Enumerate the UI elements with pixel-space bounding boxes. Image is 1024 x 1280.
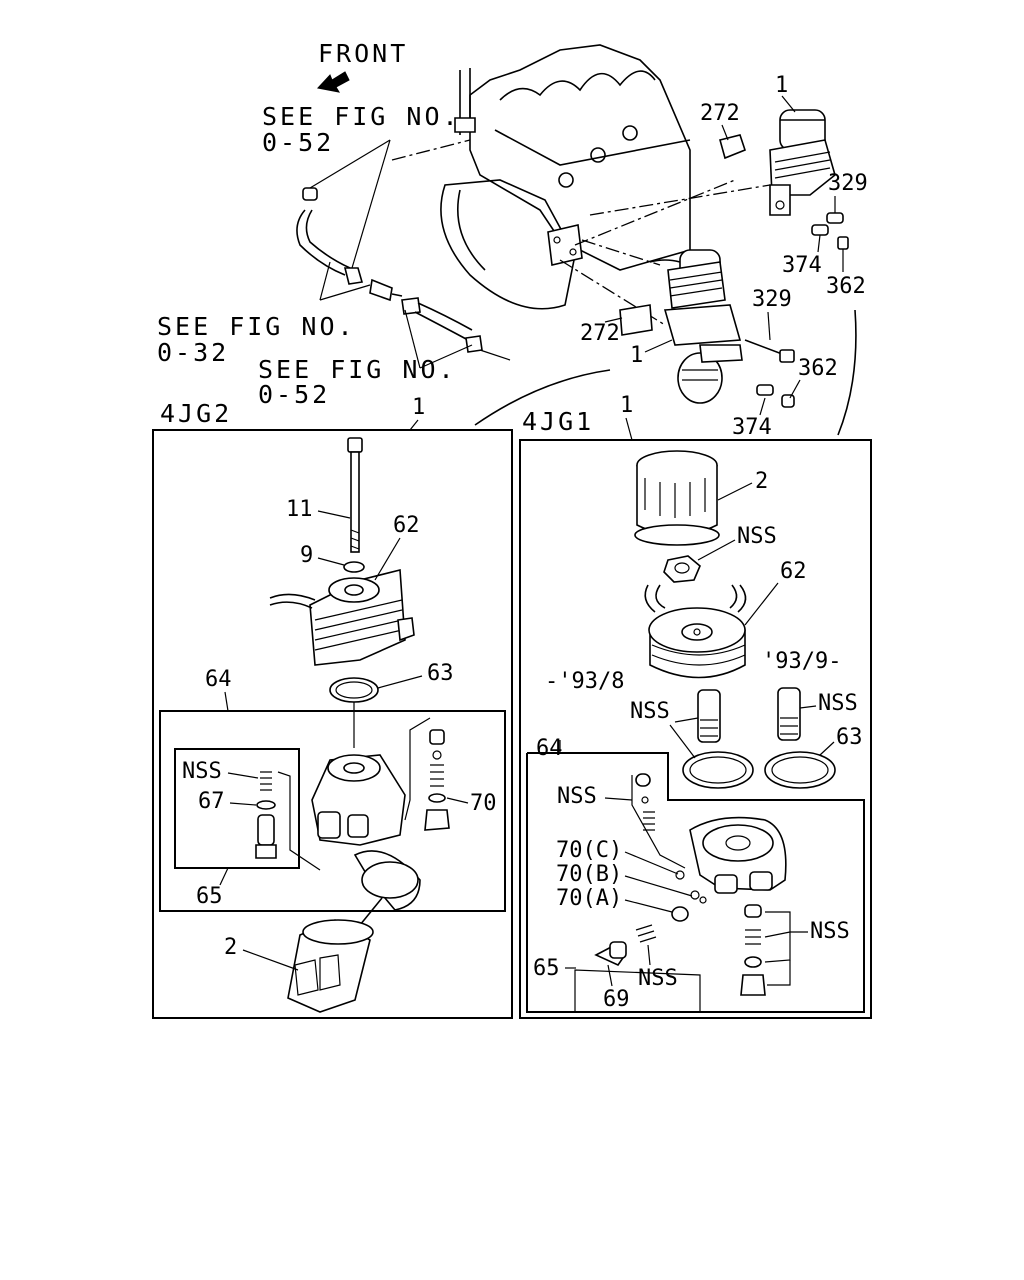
panel-4jg2: 4JG2 1 bbox=[152, 395, 513, 1019]
panel-4jg1: 4JG1 1 bbox=[519, 393, 872, 1019]
label-63: 63 bbox=[427, 661, 454, 686]
label-70c: 70(C) bbox=[556, 838, 622, 863]
label-nss-stack: NSS bbox=[557, 784, 597, 809]
panel-4jg1-subframe bbox=[526, 752, 865, 1013]
callout-272-lower: 272 bbox=[580, 321, 620, 346]
engine-block-illustration bbox=[440, 44, 691, 310]
upper-right-cooler bbox=[719, 109, 849, 250]
label-2: 2 bbox=[755, 469, 768, 494]
label-nss-spring: NSS bbox=[638, 966, 678, 991]
label-65: 65 bbox=[196, 884, 223, 909]
middle-cooler bbox=[619, 249, 795, 408]
panel-4jg2-nss-frame bbox=[174, 748, 300, 869]
callout-374-lower: 374 bbox=[732, 415, 772, 440]
linking-arc-right bbox=[837, 309, 857, 436]
label-nss: NSS bbox=[182, 759, 222, 784]
panel-4jg2-title: 4JG2 bbox=[160, 399, 232, 428]
label-70b: 70(B) bbox=[556, 862, 622, 887]
callout-362-lower: 362 bbox=[798, 356, 838, 381]
label-64: 64 bbox=[536, 736, 563, 761]
see-fig-mid-line1: SEE FIG NO. bbox=[157, 312, 356, 341]
callout-374-upper: 374 bbox=[782, 253, 822, 278]
label-2: 2 bbox=[224, 935, 237, 960]
label-67: 67 bbox=[198, 789, 225, 814]
label-date-late: '93/9- bbox=[762, 649, 841, 674]
label-nss-nipple-left: NSS bbox=[630, 699, 670, 724]
label-62: 62 bbox=[780, 559, 807, 584]
front-label: FRONT bbox=[318, 39, 408, 68]
label-11: 11 bbox=[286, 497, 313, 522]
panel-4jg2-frame bbox=[152, 429, 513, 1019]
callout-329-upper: 329 bbox=[828, 171, 868, 196]
front-arrow-icon bbox=[317, 71, 350, 93]
label-nss-right: NSS bbox=[810, 919, 850, 944]
label-62: 62 bbox=[393, 513, 420, 538]
panel-4jg1-frame bbox=[519, 439, 872, 1019]
panel-4jg1-ref: 1 bbox=[620, 393, 633, 418]
panel-4jg2-subframe bbox=[159, 710, 506, 912]
see-fig-top-line1: SEE FIG NO. bbox=[262, 102, 461, 131]
assembly-lines bbox=[559, 179, 771, 326]
label-70a: 70(A) bbox=[556, 886, 622, 911]
label-64: 64 bbox=[205, 667, 232, 692]
label-65: 65 bbox=[533, 956, 560, 981]
see-fig-low-line2: 0-52 bbox=[258, 380, 330, 409]
callout-1-lower: 1 bbox=[630, 343, 643, 368]
label-70: 70 bbox=[470, 791, 497, 816]
hose-fittings bbox=[296, 187, 483, 353]
callout-272-upper: 272 bbox=[700, 101, 740, 126]
callout-1-upper: 1 bbox=[775, 73, 788, 98]
label-date-early: -'93/8 bbox=[545, 669, 624, 694]
see-fig-low-line1: SEE FIG NO. bbox=[258, 355, 457, 384]
label-9: 9 bbox=[300, 543, 313, 568]
label-nss-nut: NSS bbox=[737, 524, 777, 549]
callout-362-upper: 362 bbox=[826, 274, 866, 299]
label-69: 69 bbox=[603, 987, 630, 1012]
panel-4jg2-ref: 1 bbox=[412, 395, 425, 420]
label-nss-nipple-right: NSS bbox=[818, 691, 858, 716]
see-fig-top-line2: 0-52 bbox=[262, 128, 334, 157]
callout-329-lower: 329 bbox=[752, 287, 792, 312]
label-63: 63 bbox=[836, 725, 863, 750]
linking-arc-left bbox=[474, 369, 611, 426]
see-fig-mid-line2: 0-32 bbox=[157, 338, 229, 367]
panel-4jg1-title: 4JG1 bbox=[522, 407, 594, 436]
see-fig-leaders bbox=[309, 139, 511, 369]
